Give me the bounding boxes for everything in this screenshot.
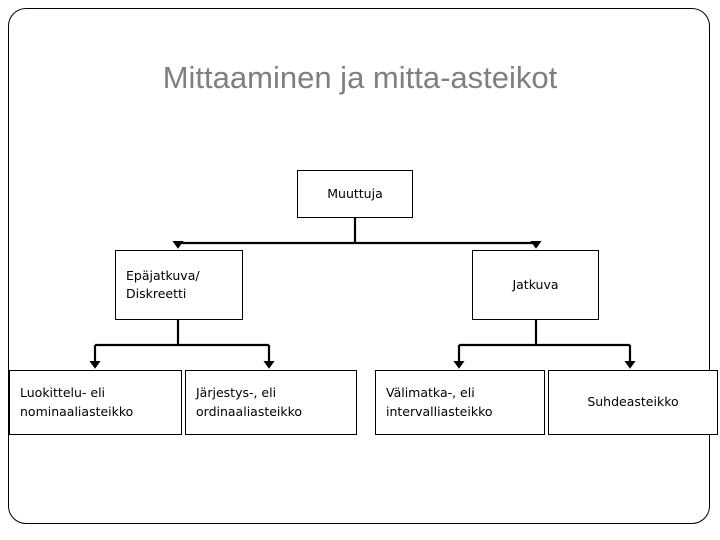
diagram-node-suhdeasteikko[interactable]: Suhdeasteikko [548, 370, 718, 435]
diagram-node-epajatkuva[interactable]: Epäjatkuva/ Diskreetti [115, 250, 243, 320]
diagram-node-jatkuva[interactable]: Jatkuva [472, 250, 599, 320]
slide-border [8, 8, 710, 524]
diagram-node-label: Luokittelu- eli nominaaliasteikko [20, 385, 134, 419]
diagram-node-intervalliasteikko[interactable]: Välimatka-, eli intervalliasteikko [375, 370, 545, 435]
diagram-node-label: Välimatka-, eli intervalliasteikko [386, 385, 493, 419]
page-title: Mittaaminen ja mitta-asteikot [162, 60, 558, 95]
diagram-node-nominaaliasteikko[interactable]: Luokittelu- eli nominaaliasteikko [9, 370, 182, 435]
diagram-node-label: Muuttuja [327, 185, 383, 201]
diagram-node-muuttuja[interactable]: Muuttuja [297, 170, 413, 218]
diagram-node-label: Jatkuva [512, 276, 559, 292]
diagram-node-label: Suhdeasteikko [587, 394, 679, 410]
diagram-node-label: Epäjatkuva/ Diskreetti [126, 267, 200, 301]
diagram-node-label: Järjestys-, eli ordinaaliasteikko [196, 385, 303, 419]
diagram-node-ordinaaliasteikko[interactable]: Järjestys-, eli ordinaaliasteikko [185, 370, 357, 435]
